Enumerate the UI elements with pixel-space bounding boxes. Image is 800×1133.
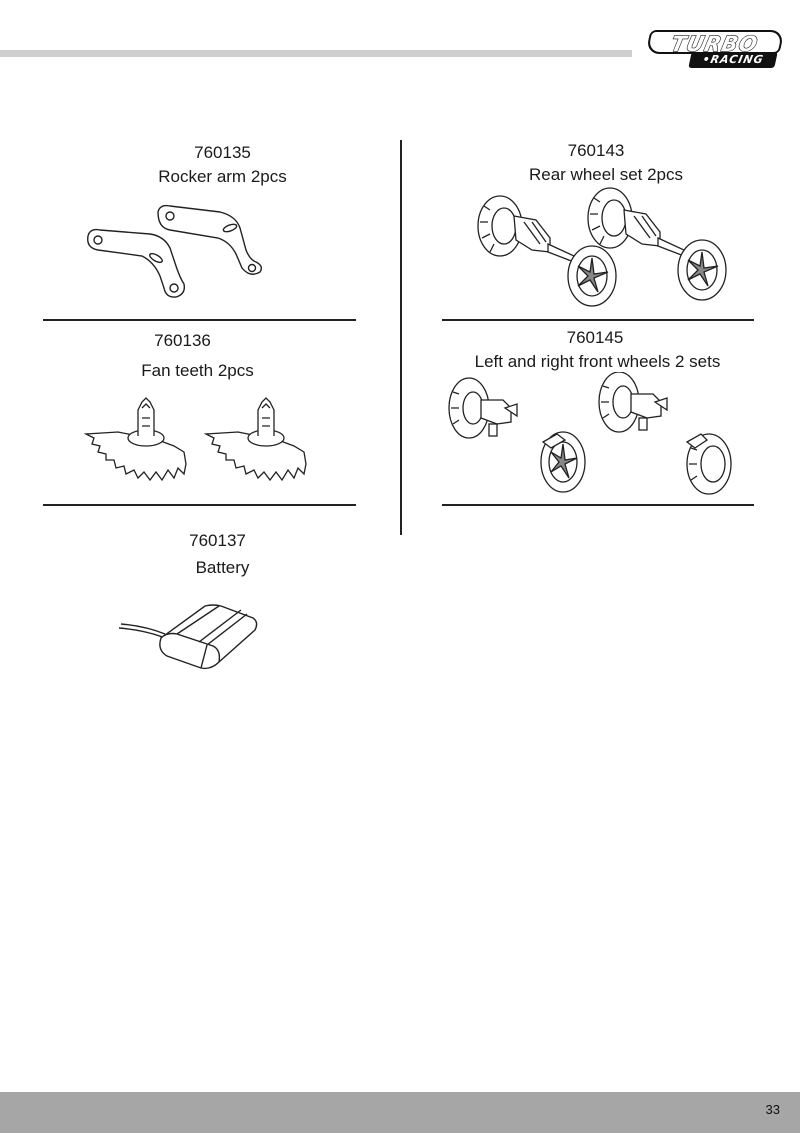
part-code: 760136 xyxy=(154,331,211,350)
part-battery: 760137 Battery xyxy=(120,529,325,580)
footer-bar xyxy=(0,1092,800,1133)
section-divider xyxy=(442,504,754,506)
section-divider xyxy=(43,504,356,506)
rocker-arm-illustration xyxy=(87,204,263,298)
part-fan-teeth: 760136 Fan teeth 2pcs xyxy=(100,329,295,383)
part-code: 760135 xyxy=(194,143,251,162)
part-rear-wheel: 760143 Rear wheel set 2pcs xyxy=(495,139,717,187)
part-name: Battery xyxy=(195,558,250,577)
logo-sub-text: •RACING xyxy=(688,52,778,68)
part-rocker-arm: 760135 Rocker arm 2pcs xyxy=(120,141,325,189)
rear-wheel-illustration xyxy=(477,187,727,307)
column-divider xyxy=(400,140,402,535)
part-code: 760137 xyxy=(189,531,246,550)
part-front-wheels: 760145 Left and right front wheels 2 set… xyxy=(440,326,755,374)
section-divider xyxy=(43,319,356,321)
part-code: 760145 xyxy=(566,328,624,347)
battery-illustration xyxy=(118,604,258,670)
header-bar xyxy=(0,50,632,57)
page-number: 33 xyxy=(765,1102,780,1117)
part-name: Fan teeth 2pcs xyxy=(141,361,254,380)
part-name: Left and right front wheels 2 sets xyxy=(474,352,721,371)
part-name: Rocker arm 2pcs xyxy=(158,167,287,186)
brand-logo: TURBO •RACING xyxy=(645,30,785,70)
part-code: 760143 xyxy=(567,141,625,160)
section-divider xyxy=(442,319,754,321)
front-wheels-illustration xyxy=(448,372,732,495)
fan-teeth-illustration xyxy=(83,397,307,482)
logo-main-text: TURBO xyxy=(645,30,785,57)
part-name: Rear wheel set 2pcs xyxy=(528,165,684,184)
